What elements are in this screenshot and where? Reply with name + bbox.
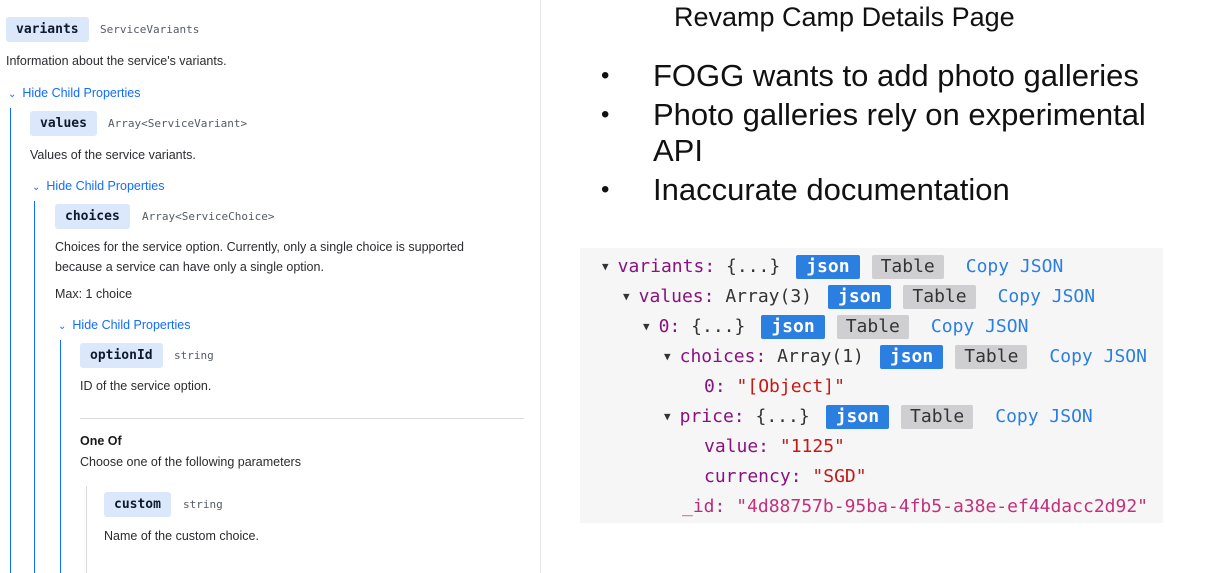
bullet-item: • FOGG wants to add photo galleries <box>601 58 1139 94</box>
json-row-price[interactable]: ▼ price: {...} json Table Copy JSON <box>664 404 1093 430</box>
json-key: currency: <box>704 466 802 487</box>
copy-json-button[interactable]: Copy JSON <box>995 406 1093 427</box>
json-string-value: "1125" <box>779 436 845 457</box>
bullet-item: • Photo galleries rely on experimental <box>601 97 1146 133</box>
json-row-values[interactable]: ▼ values: Array(3) json Table Copy JSON <box>623 284 1095 310</box>
json-button[interactable]: json <box>825 405 890 429</box>
json-row-price-currency: currency: "SGD" <box>704 464 867 490</box>
one-of-title: One Of <box>80 434 122 448</box>
copy-json-button[interactable]: Copy JSON <box>997 286 1096 307</box>
property-type-custom: string <box>183 498 223 511</box>
expand-triangle-icon[interactable]: ▼ <box>602 260 609 273</box>
hide-child-properties-toggle-2[interactable]: ⌄ Hide Child Properties <box>32 179 165 193</box>
json-row-choice-0: 0: "[Object]" <box>704 374 845 400</box>
toggle-label: Hide Child Properties <box>46 179 165 193</box>
json-button[interactable]: json <box>879 345 944 369</box>
json-row-price-value: value: "1125" <box>704 434 845 460</box>
property-name-choices: choices <box>55 204 130 229</box>
json-key: 0: <box>704 376 726 397</box>
table-button[interactable]: Table <box>901 405 974 429</box>
property-type-variants: ServiceVariants <box>100 23 200 36</box>
api-docs-panel: variants ServiceVariants Information abo… <box>0 0 541 573</box>
property-desc-custom: Name of the custom choice. <box>104 529 259 543</box>
json-summary: {...} <box>726 256 781 277</box>
expand-triangle-icon[interactable]: ▼ <box>643 320 650 333</box>
property-name-variants: variants <box>6 17 89 42</box>
table-button[interactable]: Table <box>955 345 1028 369</box>
property-type-values: Array<ServiceVariant> <box>108 117 248 130</box>
nesting-line-1 <box>10 108 11 573</box>
property-type-choices: Array<ServiceChoice> <box>142 210 275 223</box>
bullet-dot-icon: • <box>601 176 610 203</box>
nesting-line-3 <box>60 340 61 573</box>
property-desc-choices-line1: Choices for the service option. Currentl… <box>55 240 465 254</box>
json-summary: {...} <box>755 406 810 427</box>
json-row-variants[interactable]: ▼ variants: {...} json Table Copy JSON <box>602 254 1063 280</box>
json-string-value: "SGD" <box>812 466 867 487</box>
json-row-choices[interactable]: ▼ choices: Array(1) json Table Copy JSON <box>664 344 1147 370</box>
slide-title: Revamp Camp Details Page <box>674 2 1015 32</box>
hide-child-properties-toggle-1[interactable]: ⌄ Hide Child Properties <box>8 86 141 100</box>
json-summary: Array(3) <box>725 286 813 307</box>
json-summary: Array(1) <box>777 346 864 367</box>
toggle-label: Hide Child Properties <box>72 318 191 332</box>
json-key: values: <box>638 286 715 307</box>
bullet-text: FOGG wants to add photo galleries <box>653 58 1139 93</box>
one-of-desc: Choose one of the following parameters <box>80 455 301 469</box>
json-row-item-0[interactable]: ▼ 0: {...} json Table Copy JSON <box>643 314 1028 340</box>
expand-triangle-icon[interactable]: ▼ <box>664 350 671 363</box>
toggle-label: Hide Child Properties <box>22 86 141 100</box>
bullet-text: API <box>653 133 703 168</box>
bullet-item-continuation: API <box>653 133 703 169</box>
bullet-text: Photo galleries rely on experimental <box>653 97 1146 132</box>
property-name-values: values <box>30 111 97 136</box>
chevron-down-icon: ⌄ <box>8 89 17 100</box>
json-key: 0: <box>658 316 681 337</box>
json-key: price: <box>679 406 745 427</box>
bullet-dot-icon: • <box>601 62 610 89</box>
property-desc-choices-line2: because a service can have only a single… <box>55 260 324 274</box>
section-divider <box>80 418 524 419</box>
property-type-optionid: string <box>174 349 214 362</box>
json-button[interactable]: json <box>828 285 892 309</box>
json-row-id: _id: "4d88757b-95ba-4fb5-a38e-ef44dacc2d… <box>682 494 1148 520</box>
property-name-optionid: optionId <box>80 343 163 368</box>
copy-json-button[interactable]: Copy JSON <box>1049 346 1147 367</box>
json-key: _id: <box>682 496 726 517</box>
property-desc-optionid: ID of the service option. <box>80 379 212 393</box>
nesting-line-2 <box>34 201 35 573</box>
copy-json-button[interactable]: Copy JSON <box>965 256 1064 277</box>
bullet-item: • Inaccurate documentation <box>601 172 1010 208</box>
panel-divider <box>540 0 541 573</box>
chevron-down-icon: ⌄ <box>32 182 41 193</box>
json-key: variants: <box>617 256 716 277</box>
chevron-down-icon: ⌄ <box>58 321 67 332</box>
hide-child-properties-toggle-3[interactable]: ⌄ Hide Child Properties <box>58 318 191 332</box>
property-desc-values: Values of the service variants. <box>30 148 196 162</box>
expand-triangle-icon[interactable]: ▼ <box>623 290 630 303</box>
table-button[interactable]: Table <box>836 315 909 339</box>
json-button[interactable]: json <box>796 255 860 279</box>
bullet-text: Inaccurate documentation <box>653 172 1010 207</box>
json-string-value: "[Object]" <box>736 376 845 397</box>
json-key: value: <box>704 436 770 457</box>
one-of-nesting-line <box>86 486 87 573</box>
bullet-dot-icon: • <box>601 101 610 128</box>
json-summary: {...} <box>691 316 746 337</box>
expand-triangle-icon[interactable]: ▼ <box>664 410 671 423</box>
property-name-custom: custom <box>104 492 171 517</box>
json-string-value: "4d88757b-95ba-4fb5-a38e-ef44dacc2d92" <box>736 496 1149 517</box>
json-key: choices: <box>679 346 767 367</box>
table-button[interactable]: Table <box>871 255 944 279</box>
property-max-choices: Max: 1 choice <box>55 287 133 301</box>
table-button[interactable]: Table <box>903 285 976 309</box>
copy-json-button[interactable]: Copy JSON <box>930 316 1029 337</box>
json-button[interactable]: json <box>761 315 825 339</box>
property-desc-variants: Information about the service's variants… <box>6 54 227 68</box>
